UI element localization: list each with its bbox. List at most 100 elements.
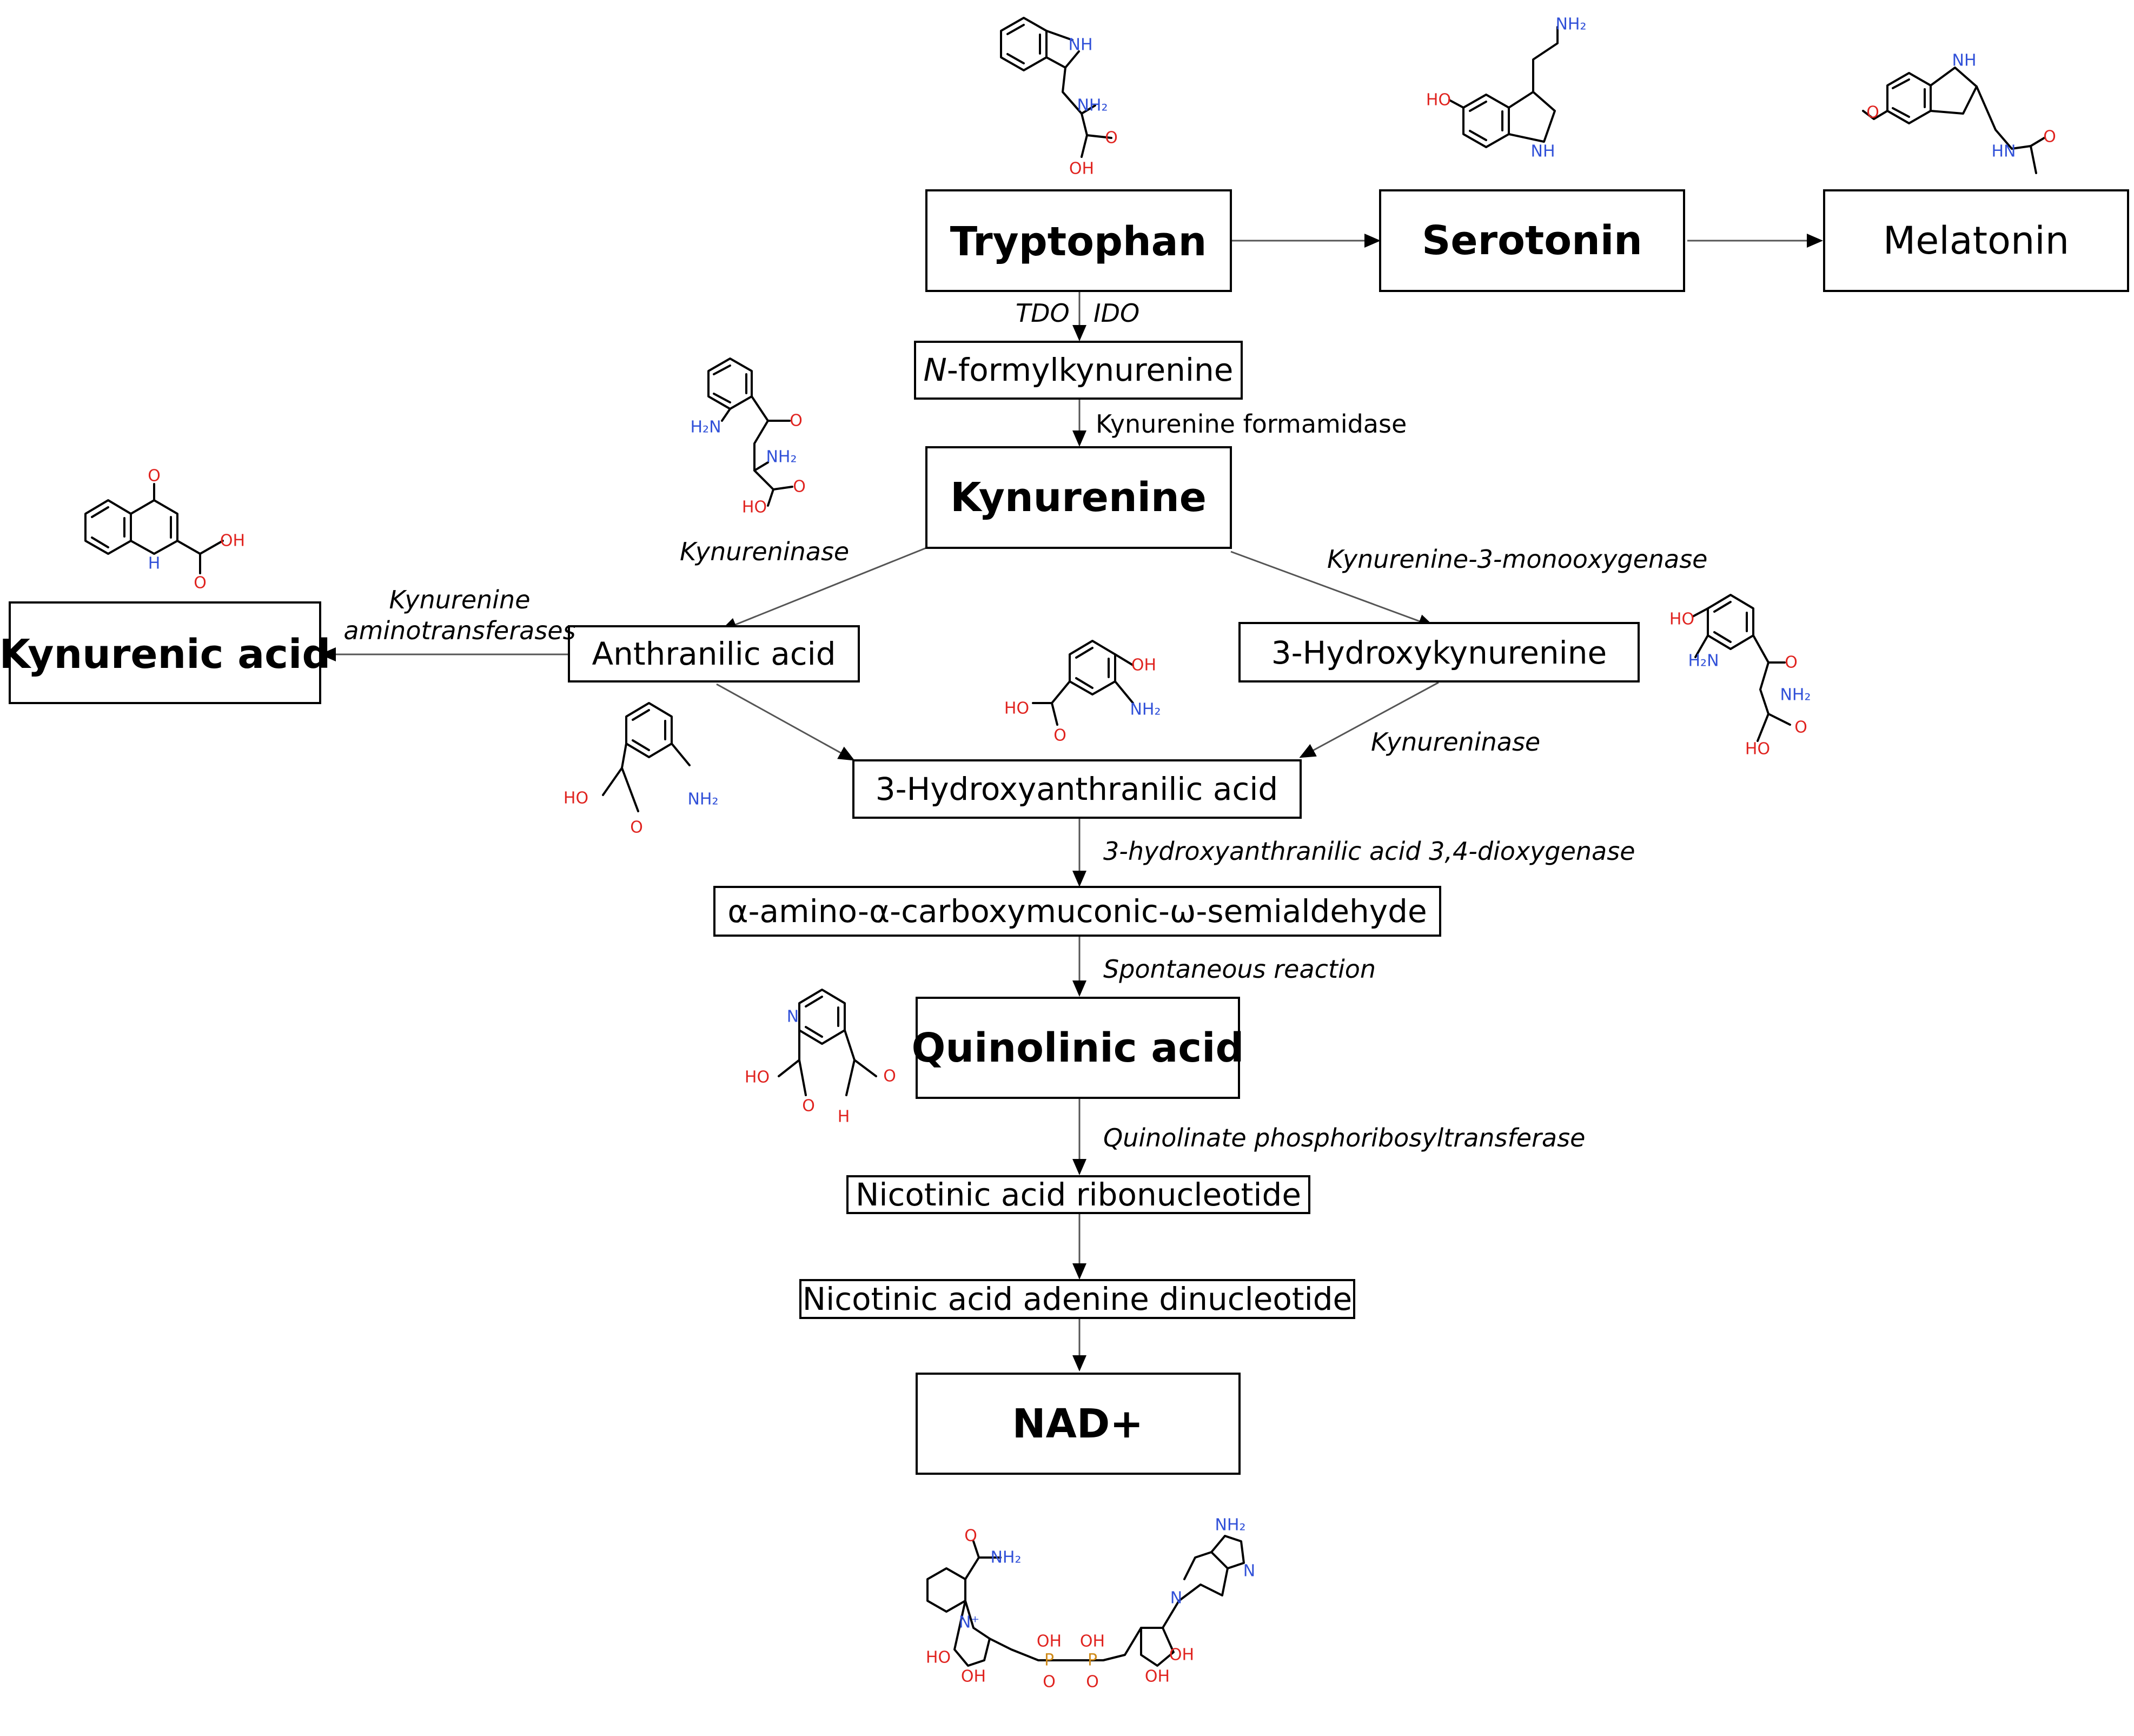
anthranilic-o: O	[630, 818, 643, 837]
hydroxykynurenine-o1: O	[1785, 653, 1798, 672]
node-semialdehyde: α-amino-α-carboxymuconic-ω-semialdehyde	[713, 886, 1441, 937]
tryptophan-oh: OH	[1069, 160, 1094, 178]
tryptophan-structure: NH NH₂ O OH	[1000, 17, 1118, 178]
hydroxyanthranilic-acid-label: 3-Hydroxyanthranilic acid	[876, 771, 1278, 807]
nad-p1-o: O	[1043, 1673, 1056, 1692]
hydroxykynurenine-label: 3-Hydroxykynurenine	[1271, 634, 1607, 671]
node-melatonin: Melatonin	[1823, 189, 2129, 292]
nad-adenine-n: N	[1243, 1562, 1255, 1581]
n-formylkynurenine-prefix: N	[924, 352, 947, 388]
nad-ho1: HO	[926, 1648, 951, 1667]
nad-oh1: OH	[961, 1667, 986, 1686]
melatonin-o-carbonyl: O	[2043, 128, 2056, 147]
melatonin-o-methoxy: O	[1866, 103, 1879, 122]
hydroxyanthranilic-structure: OH NH₂ HO O	[1004, 640, 1161, 745]
node-tryptophan: Tryptophan	[925, 189, 1232, 292]
node-nicotinic-ribonucleotide: Nicotinic acid ribonucleotide	[846, 1175, 1310, 1214]
hydroxykynurenine-ho: HO	[1669, 610, 1694, 629]
enzyme-kynureninase-left: Kynureninase	[680, 537, 849, 566]
kynurenic-o-top: O	[148, 467, 161, 486]
kynurenine-nh2: NH₂	[766, 448, 797, 467]
nicotinic-dinucleotide-label: Nicotinic acid adenine dinucleotide	[803, 1281, 1353, 1317]
semialdehyde-label: α-amino-α-carboxymuconic-ω-semialdehyde	[727, 893, 1427, 930]
tryptophan-o: O	[1105, 129, 1118, 148]
serotonin-label: Serotonin	[1422, 217, 1642, 264]
quinolinic-structure: N HO O O H	[745, 989, 896, 1127]
arrow-hydroxykynurenine-hydroxyanthranilic	[1299, 681, 1439, 758]
quinolinic-oh: H	[838, 1108, 850, 1127]
serotonin-ho: HO	[1426, 91, 1451, 110]
kynurenine-h2n: H₂N	[690, 418, 721, 437]
anthranilic-nh2: NH₂	[687, 790, 718, 809]
nad-p1: P	[1044, 1651, 1054, 1670]
n-formylkynurenine-label: N-formylkynurenine	[924, 352, 1234, 388]
nad-amide-o: O	[964, 1527, 977, 1546]
node-anthranilic-acid: Anthranilic acid	[568, 625, 860, 683]
n-formylkynurenine-rest: -formylkynurenine	[947, 352, 1234, 388]
tryptophan-nh2: NH₂	[1077, 96, 1108, 115]
melatonin-nh: NH	[1952, 51, 1977, 70]
hydroxykynurenine-nh2: NH₂	[1780, 686, 1811, 705]
tryptophan-nh: NH	[1069, 36, 1093, 55]
kynurenic-o: O	[194, 574, 207, 593]
nad-adenine-n9: N	[1170, 1589, 1182, 1608]
node-n-formylkynurenine: N-formylkynurenine	[914, 341, 1243, 400]
serotonin-nh2: NH₂	[1555, 15, 1586, 34]
hydroxykynurenine-o2: O	[1794, 718, 1807, 737]
kynurenine-o1: O	[790, 412, 803, 430]
enzyme-spontaneous: Spontaneous reaction	[1103, 955, 1376, 984]
enzyme-qprt: Quinolinate phosphoribosyltransferase	[1103, 1123, 1585, 1152]
hydroxyanthranilic-ho: HO	[1004, 699, 1029, 718]
nad-oh3: OH	[1145, 1667, 1170, 1686]
serotonin-structure: HO NH₂ NH	[1426, 15, 1587, 161]
kynurenic-nh: H	[148, 554, 161, 573]
nad-p2-o: O	[1086, 1673, 1099, 1692]
quinolinic-acid-label: Quinolinic acid	[911, 1025, 1244, 1071]
tryptophan-label: Tryptophan	[950, 218, 1207, 265]
hydroxykynurenine-h2n: H₂N	[1688, 652, 1719, 671]
node-kynurenine: Kynurenine	[925, 446, 1232, 549]
nad-adenine-nh2: NH₂	[1215, 1516, 1245, 1535]
enzyme-tdo: TDO	[1016, 299, 1070, 328]
node-kynurenic-acid: Kynurenic acid	[0, 601, 330, 704]
nad-p2: P	[1088, 1651, 1097, 1670]
hydroxyanthranilic-o: O	[1053, 726, 1066, 745]
enzyme-kynurenine-formamidase: Kynurenine formamidase	[1096, 409, 1407, 439]
node-3-hydroxyanthranilic-acid: 3-Hydroxyanthranilic acid	[852, 759, 1302, 819]
node-3-hydroxykynurenine: 3-Hydroxykynurenine	[1238, 622, 1640, 683]
quinolinic-n: N	[787, 1008, 799, 1026]
hydroxykynurenine-ho2: HO	[1745, 740, 1770, 759]
kynurenine-o2: O	[793, 478, 806, 496]
kynurenine-label: Kynurenine	[950, 474, 1207, 521]
melatonin-hn: HN	[1992, 142, 2016, 161]
arrow-kynurenine-anthranilic	[720, 547, 927, 631]
quinolinic-o1: O	[802, 1097, 815, 1116]
anthranilic-ho: HO	[564, 789, 588, 808]
node-nad: NAD+	[916, 1373, 1241, 1475]
kynurenic-oh: OH	[220, 532, 245, 551]
nad-oh2: OH	[1169, 1646, 1194, 1665]
kynurenic-acid-structure: O H OH O	[84, 467, 245, 593]
hydroxykynurenine-structure: HO H₂N O NH₂ O HO	[1669, 594, 1811, 759]
nicotinic-ribonucleotide-label: Nicotinic acid ribonucleotide	[856, 1176, 1301, 1213]
quinolinic-ho: HO	[745, 1068, 770, 1087]
hydroxyanthranilic-nh2: NH₂	[1130, 700, 1161, 719]
enzyme-ido: IDO	[1093, 299, 1139, 328]
enzyme-kmo: Kynurenine-3-monooxygenase	[1327, 545, 1707, 574]
nad-amide-nh2: NH₂	[990, 1548, 1021, 1567]
enzyme-kat-line2: aminotransferases	[343, 616, 575, 645]
nad-p2-oh: OH	[1080, 1632, 1105, 1651]
anthranilic-structure: NH₂ HO O	[564, 702, 719, 837]
kynurenic-acid-label: Kynurenic acid	[0, 631, 330, 678]
quinolinic-o2: O	[883, 1067, 896, 1086]
enzyme-haao: 3-hydroxyanthranilic acid 3,4-dioxygenas…	[1103, 837, 1635, 866]
enzyme-labels: TDO IDO Kynurenine formamidase Kynurenin…	[343, 299, 1707, 1152]
arrow-anthranilic-hydroxyanthranilic	[716, 683, 855, 761]
kynurenine-ho: HO	[742, 498, 767, 517]
enzyme-kat-line1: Kynurenine	[389, 585, 530, 614]
serotonin-nh: NH	[1531, 142, 1555, 161]
node-nicotinic-dinucleotide: Nicotinic acid adenine dinucleotide	[799, 1279, 1355, 1319]
kynurenine-structure: H₂N O NH₂ O HO	[690, 357, 806, 517]
node-serotonin: Serotonin	[1379, 189, 1685, 292]
